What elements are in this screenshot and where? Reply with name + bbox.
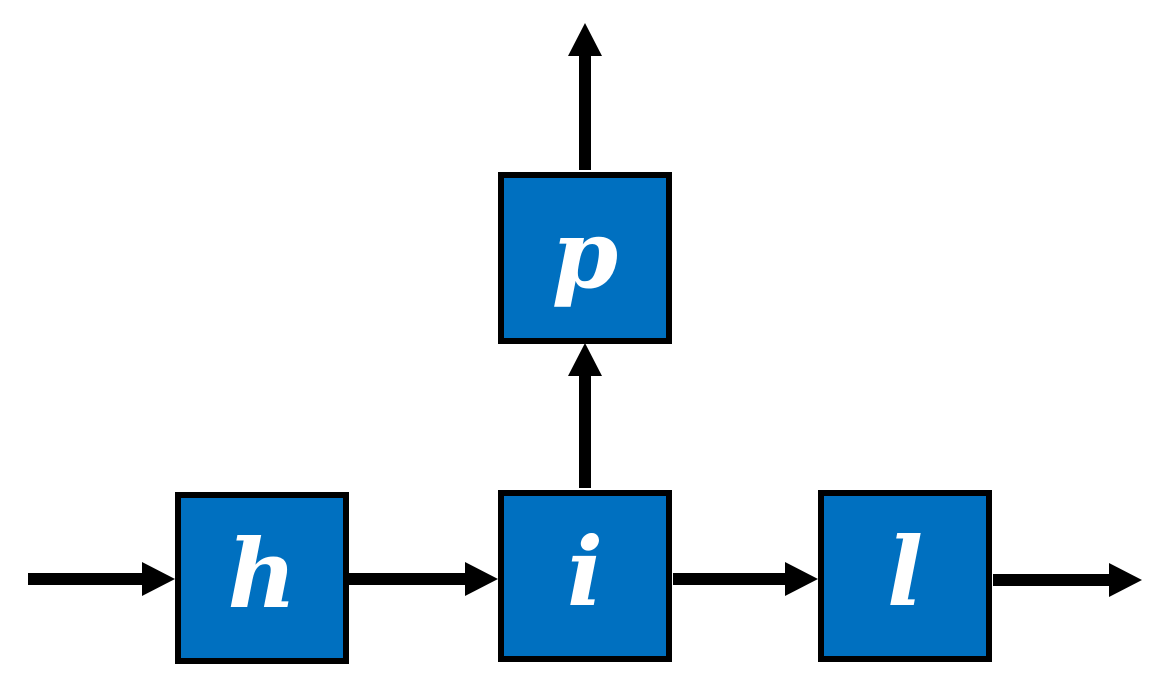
arrow-p-to-output [568, 23, 602, 170]
node-p-label: p [551, 198, 619, 310]
node-i-label: i [566, 516, 604, 628]
node-l-label: l [886, 516, 924, 628]
node-h-label: h [227, 518, 297, 630]
arrow-input-to-h [28, 562, 175, 596]
node-h: h [175, 492, 349, 664]
node-i: i [498, 490, 672, 662]
node-p: p [498, 172, 672, 344]
arrow-l-to-output [993, 563, 1142, 597]
arrow-i-to-p [568, 343, 602, 488]
arrow-i-to-l [673, 562, 818, 596]
node-l: l [818, 490, 992, 662]
arrow-h-to-i [348, 562, 498, 596]
